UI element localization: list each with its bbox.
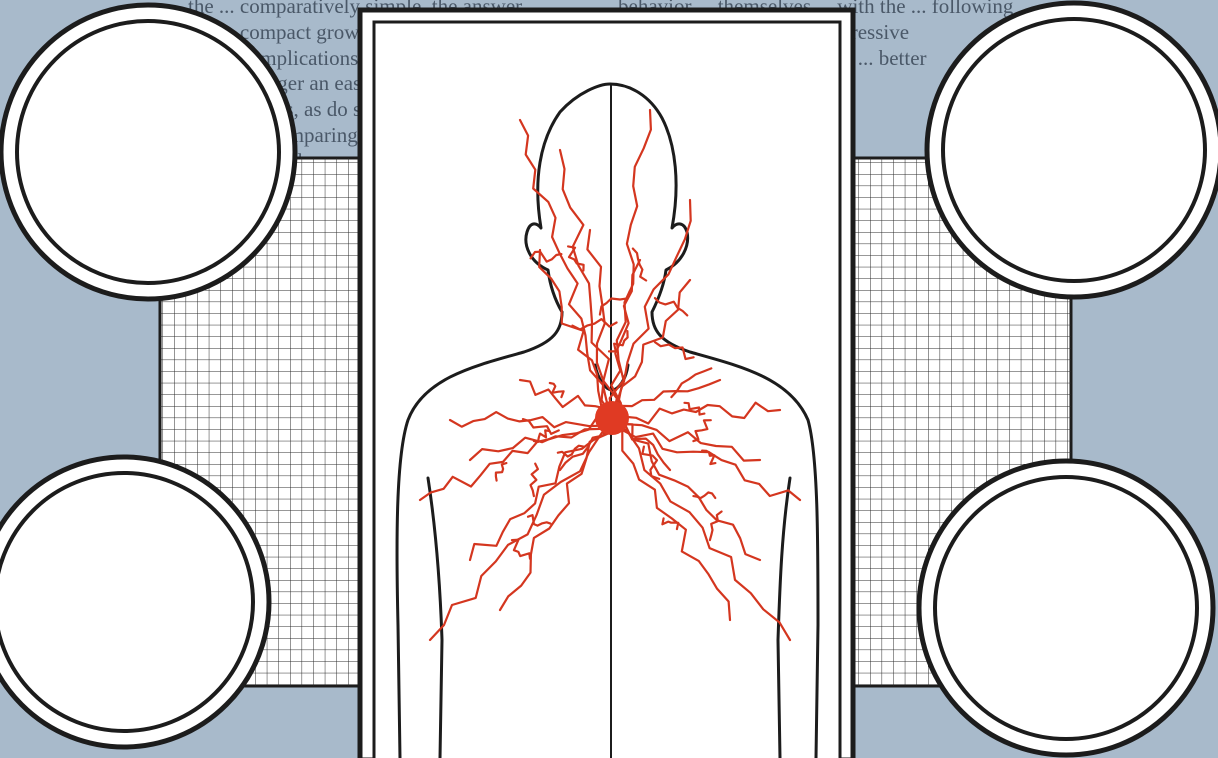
circle-top-left <box>1 5 295 299</box>
circle-bottom-right <box>919 461 1213 755</box>
circle-bottom-left <box>0 457 269 747</box>
center-red-dot <box>595 401 629 435</box>
circle-top-right <box>927 3 1218 297</box>
